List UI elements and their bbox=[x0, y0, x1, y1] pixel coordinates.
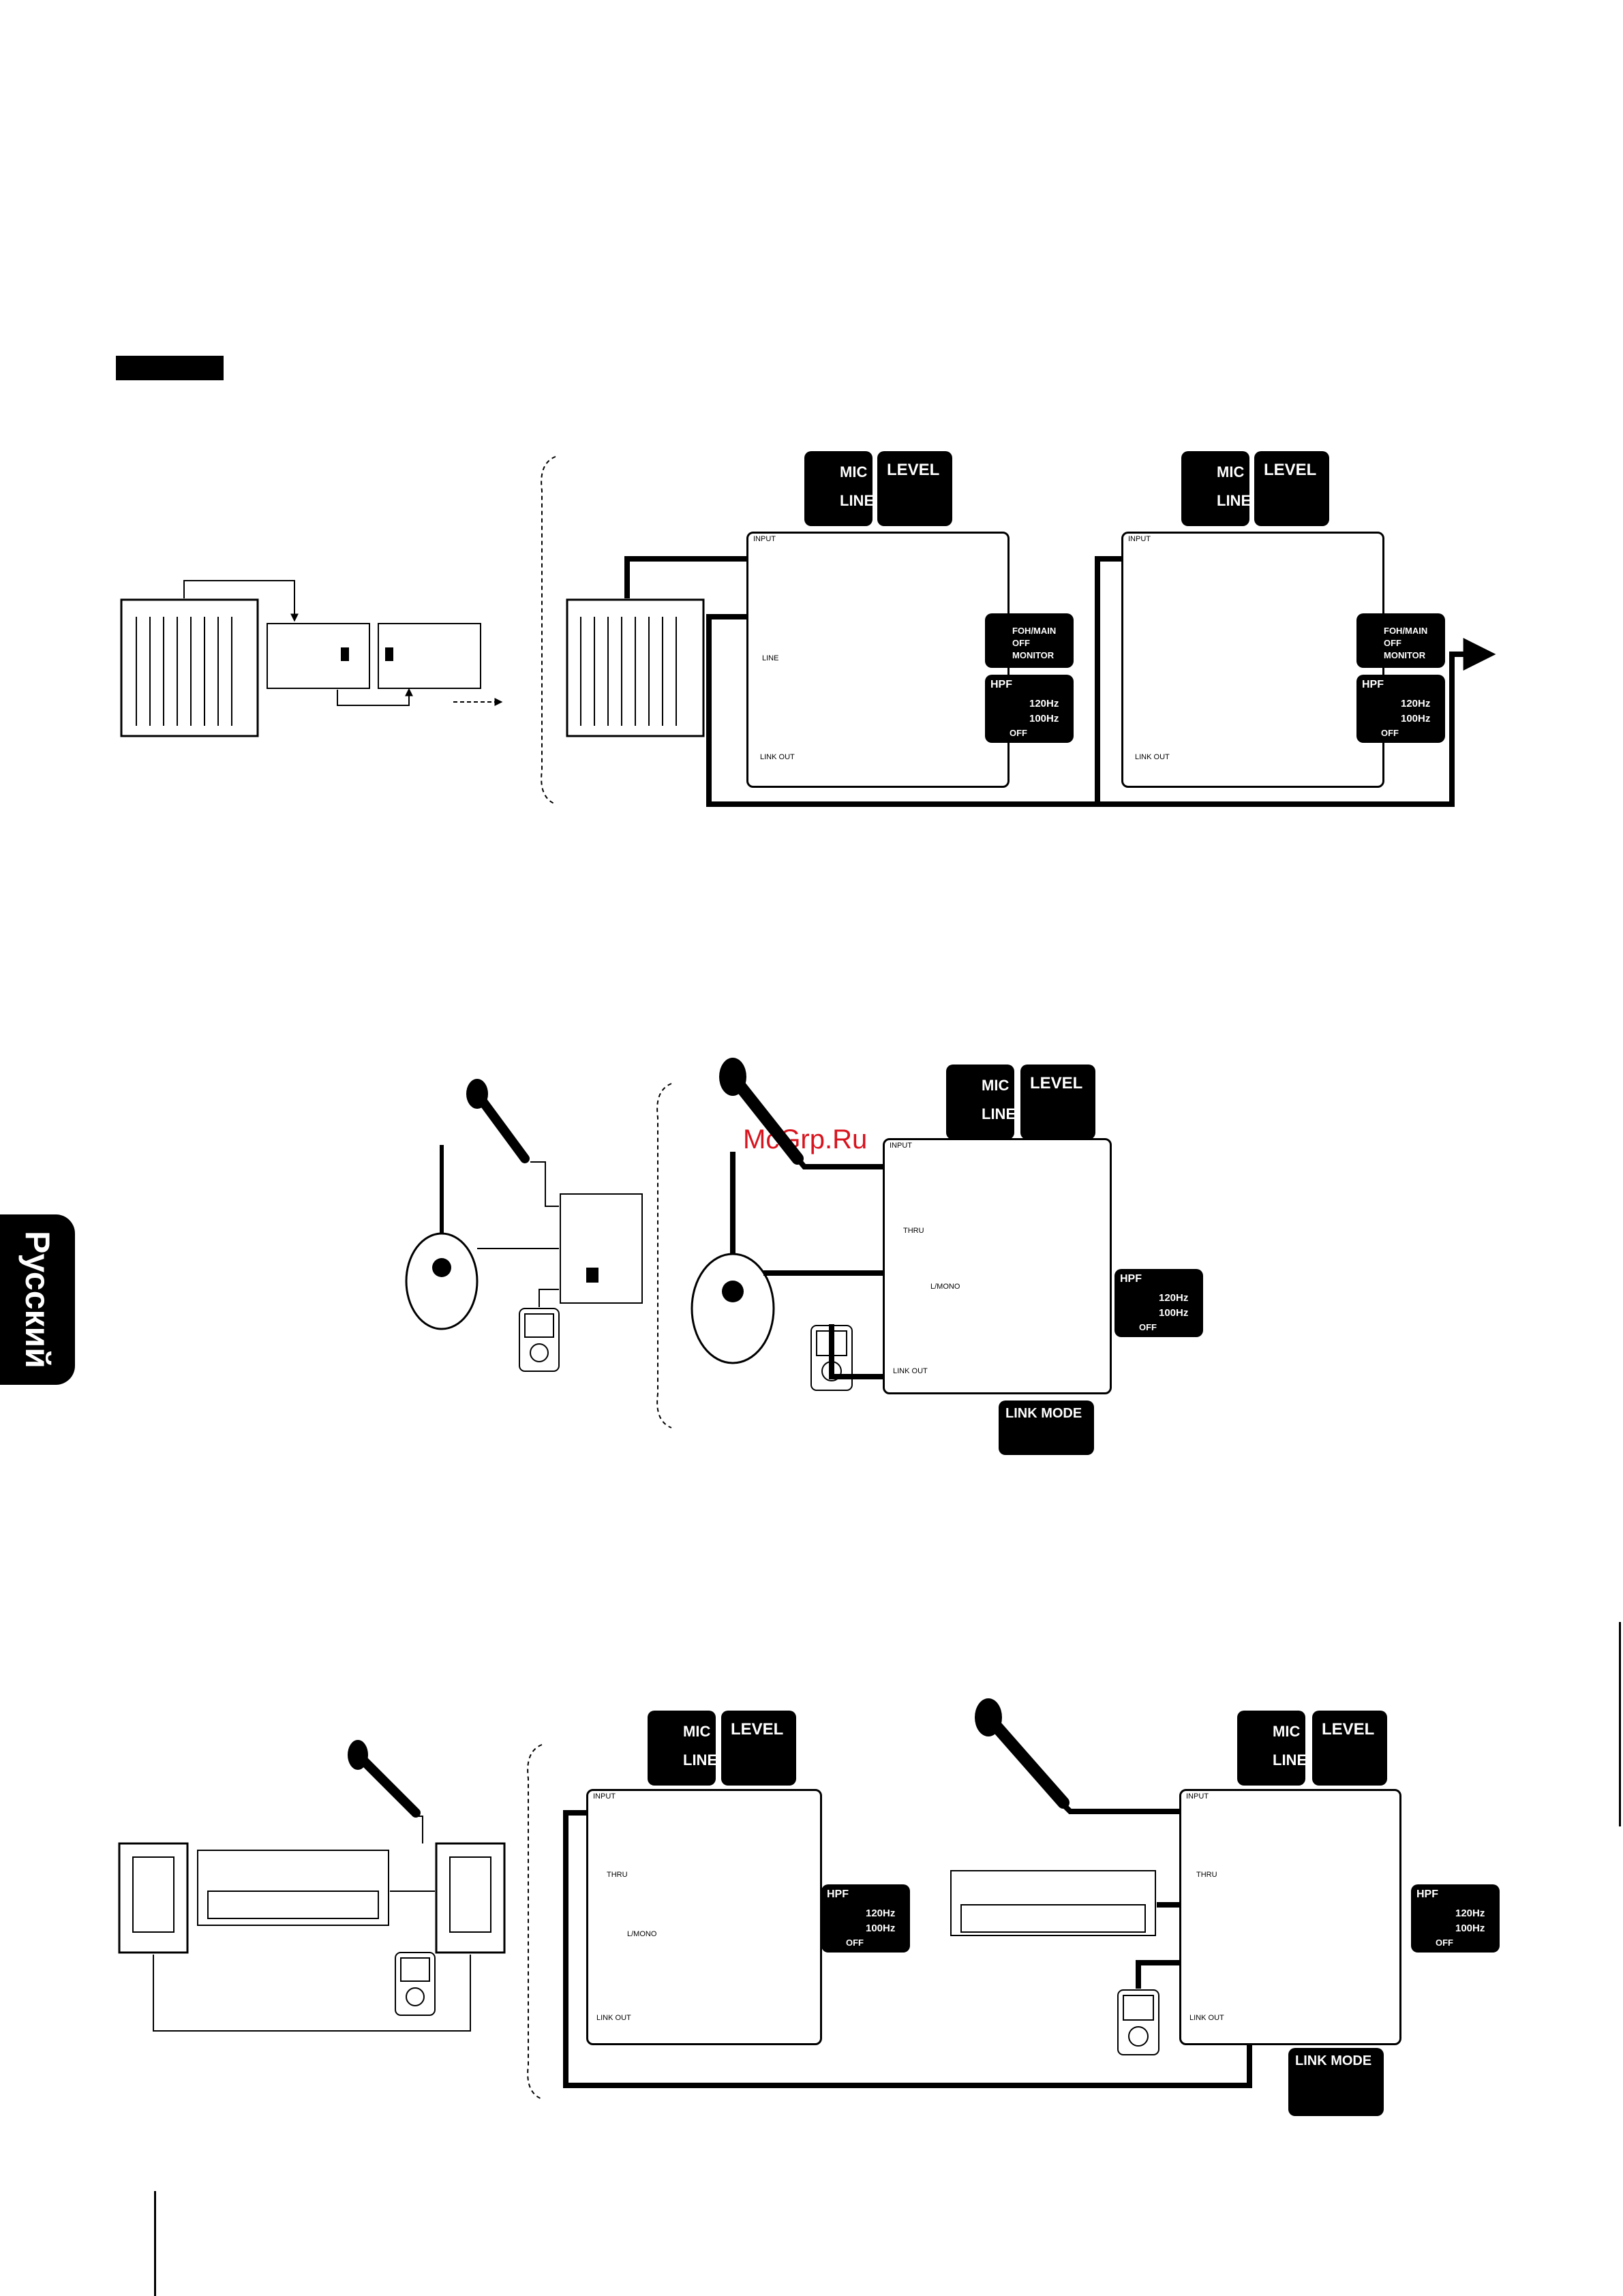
fig2-panel bbox=[883, 1138, 1112, 1394]
page-footer-rule bbox=[154, 2191, 156, 2296]
fig1-speaker-a bbox=[267, 623, 370, 689]
fig3-line-link bbox=[153, 1955, 471, 2032]
fig1-a-level-chip: LEVEL bbox=[877, 451, 952, 526]
fig3-bracket bbox=[527, 1744, 543, 2100]
fig2-bracket bbox=[656, 1083, 672, 1428]
fig1-b-hpf-chip: HPF 120Hz 100Hz OFF bbox=[1356, 675, 1445, 743]
fig3-b-mic-line-chip: MIC LINE bbox=[1237, 1711, 1307, 1786]
fig2-line-player bbox=[539, 1289, 559, 1307]
fig3-speaker-left bbox=[118, 1842, 189, 1954]
fig1-line-b bbox=[337, 688, 413, 706]
fig3-a-level-chip: LEVEL bbox=[721, 1711, 796, 1786]
fig1-route-3 bbox=[1097, 638, 1496, 807]
fig3-player bbox=[395, 1952, 436, 2016]
fig1-b-dsp-chip: FOH/MAIN OFF MONITOR bbox=[1356, 613, 1445, 668]
fig3-line-mic bbox=[416, 1816, 423, 1843]
fig2-mic bbox=[466, 1079, 530, 1163]
fig2-guitar bbox=[405, 1145, 479, 1330]
fig1-b-mic-line-chip: MIC LINE bbox=[1181, 451, 1251, 526]
fig2-link-mode-chip: LINK MODE bbox=[999, 1400, 1094, 1455]
fig3-panel-a bbox=[586, 1789, 822, 2045]
fig3-keyboard bbox=[197, 1850, 389, 1926]
fig2-mic-detail bbox=[719, 1058, 804, 1165]
fig3-player-detail bbox=[1117, 1989, 1159, 2055]
fig2-guitar-detail bbox=[691, 1152, 775, 1364]
fig1-line-a bbox=[183, 580, 299, 622]
fig3-speaker-right bbox=[435, 1842, 506, 1954]
fig3-a-mic-line-chip: MIC LINE bbox=[648, 1711, 717, 1786]
fig1-b-level-chip: LEVEL bbox=[1254, 451, 1329, 526]
fig3-panel-b bbox=[1179, 1789, 1401, 2045]
fig3-b-level-chip: LEVEL bbox=[1312, 1711, 1387, 1786]
fig1-panel-b bbox=[1121, 532, 1384, 788]
fig3-link-mode-chip: LINK MODE bbox=[1288, 2048, 1384, 2116]
section-heading-bar bbox=[116, 356, 224, 380]
fig1-bracket bbox=[541, 456, 556, 805]
fig1-mixer-detail bbox=[566, 598, 705, 737]
page-edge-rule bbox=[1619, 1622, 1621, 1826]
fig3-mic-detail bbox=[975, 1698, 1070, 1809]
fig2-player bbox=[519, 1308, 560, 1372]
fig2-mic-line-chip: MIC LINE bbox=[946, 1065, 1016, 1139]
fig1-a-hpf-chip: HPF 120Hz 100Hz OFF bbox=[985, 675, 1074, 743]
language-tab: Русский bbox=[0, 1214, 75, 1385]
fig3-route-link bbox=[563, 1799, 1252, 2088]
fig2-level-chip: LEVEL bbox=[1020, 1065, 1095, 1139]
fig2-speaker bbox=[560, 1193, 643, 1304]
fig1-route-2 bbox=[706, 542, 1176, 807]
fig1-speaker-b bbox=[378, 623, 481, 689]
fig3-a-hpf-chip: HPF 120Hz 100Hz OFF bbox=[821, 1884, 910, 1953]
fig3-route-mic bbox=[1061, 1798, 1226, 1825]
fig1-mixer bbox=[120, 598, 259, 737]
watermark: McGrp.Ru bbox=[743, 1124, 868, 1154]
fig1-route-1 bbox=[624, 542, 801, 598]
fig1-a-mic-line-chip: MIC LINE bbox=[804, 451, 874, 526]
fig3-b-hpf-chip: HPF 120Hz 100Hz OFF bbox=[1411, 1884, 1500, 1953]
fig3-keyboard-detail bbox=[950, 1870, 1156, 1936]
fig2-hpf-chip: HPF 120Hz 100Hz OFF bbox=[1114, 1269, 1203, 1337]
fig1-a-dsp-chip: FOH/MAIN OFF MONITOR bbox=[985, 613, 1074, 668]
fig2-line-mic bbox=[530, 1161, 559, 1207]
fig3-mic bbox=[348, 1740, 421, 1818]
